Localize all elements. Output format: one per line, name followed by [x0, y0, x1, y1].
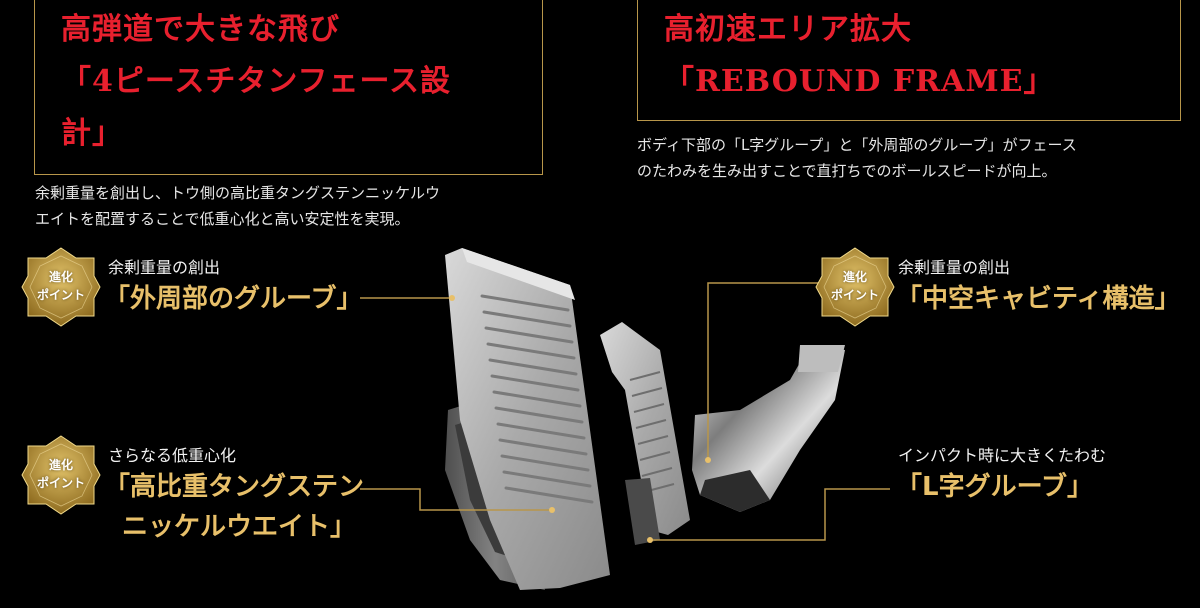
outer-groove-subtitle: 余剰重量の創出	[108, 258, 221, 277]
cavity-body	[445, 400, 545, 590]
left-description: 余剰重量を創出し、トウ側の高比重タングステンニッケルウ エイトを配置することで低…	[35, 180, 555, 232]
badge-text: 進化 ポイント	[20, 456, 102, 492]
right-title-line-2: 「REBOUND FRAME」	[664, 64, 1055, 99]
left-title: 高弾道で大きな飛び 「4ピースチタンフェース設 計」	[61, 4, 501, 160]
face-insert	[445, 248, 610, 590]
l-groove-subtitle: インパクト時に大きくたわむ	[898, 446, 1107, 465]
tungsten-label-line-1: 「高比重タングステン	[104, 472, 365, 502]
left-title-line-3: 計」	[61, 116, 123, 151]
evolution-point-badge: 進化 ポイント	[20, 434, 102, 516]
right-description: ボディ下部の「L字グループ」と「外周部のグループ」がフェース のたわみを生み出す…	[637, 132, 1187, 184]
l-groove-label: 「L字グルーブ」	[896, 472, 1094, 502]
octagon-seal-icon	[21, 247, 101, 327]
badge-line-1: 進化	[48, 270, 73, 284]
evolution-point-badge: 進化 ポイント	[20, 246, 102, 328]
left-title-line-1: 高弾道で大きな飛び	[61, 12, 340, 47]
right-description-line-2: のたわみを生み出すことで直打ちでのボールスピードが向上。	[637, 162, 1057, 180]
right-title-line-1: 高初速エリア拡大	[664, 12, 912, 47]
evolution-point-badge: 進化 ポイント	[814, 246, 896, 328]
outer-groove-label: 「外周部のグルーブ」	[104, 284, 363, 314]
octagon-seal-icon	[21, 435, 101, 515]
badge-line-2: ポイント	[830, 288, 879, 302]
badge-text: 進化 ポイント	[20, 268, 102, 304]
left-description-line-1: 余剰重量を創出し、トウ側の高比重タングステンニッケルウ	[35, 184, 441, 202]
right-title: 高初速エリア拡大 「REBOUND FRAME」	[664, 4, 1164, 108]
leader-dots	[449, 295, 711, 543]
tungsten-label-line-2: ニッケルウエイト」	[122, 512, 357, 542]
leader-lines	[360, 282, 890, 541]
chrome-body	[692, 345, 845, 512]
badge-line-2: ポイント	[36, 476, 85, 490]
tungsten-subtitle: さらなる低重心化	[108, 446, 237, 465]
badge-text: 進化 ポイント	[814, 268, 896, 304]
left-description-line-2: エイトを配置することで低重心化と高い安定性を実現。	[35, 210, 410, 228]
badge-line-1: 進化	[842, 270, 867, 284]
left-title-frame: 高弾道で大きな飛び 「4ピースチタンフェース設 計」	[34, 0, 543, 175]
badge-line-1: 進化	[48, 458, 73, 472]
hollow-cavity-subtitle: 余剰重量の創出	[898, 258, 1011, 277]
rebound-frame	[600, 322, 690, 545]
octagon-seal-icon	[815, 247, 895, 327]
right-title-frame: 高初速エリア拡大 「REBOUND FRAME」	[637, 0, 1181, 121]
left-title-line-2: 「4ピースチタンフェース設	[61, 64, 451, 99]
right-description-line-1: ボディ下部の「L字グループ」と「外周部のグループ」がフェース	[637, 136, 1077, 154]
tungsten-label: 「高比重タングステン ニッケルウエイト」	[104, 467, 364, 547]
badge-line-2: ポイント	[36, 288, 85, 302]
hollow-cavity-label: 「中空キャビティ構造」	[896, 284, 1181, 314]
